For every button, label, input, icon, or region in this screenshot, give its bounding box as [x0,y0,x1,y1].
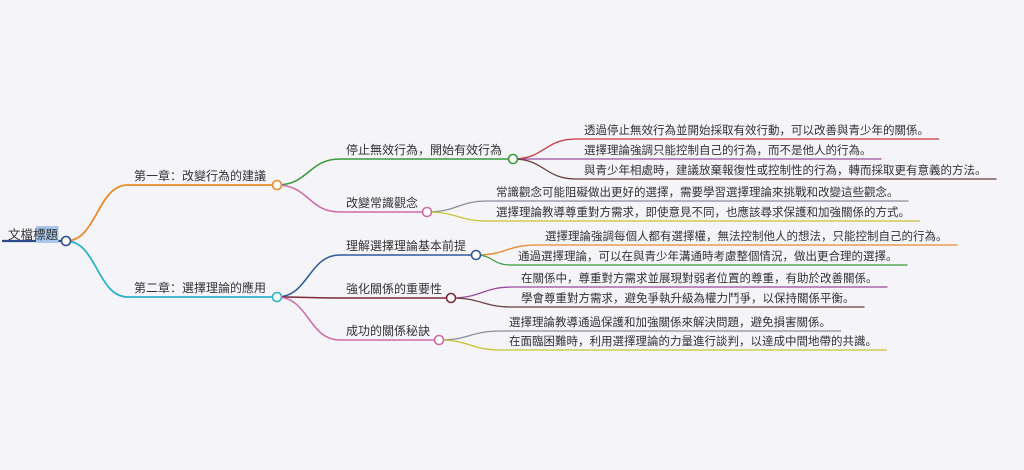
topic-expand-toggle-2-3[interactable] [433,334,445,346]
topic-node-2-2: 強化關係的重要性 [346,281,442,296]
leaf-node-2-1-1: 選擇理論強調每個人都有選擇權，無法控制他人的想法，只能控制自己的行為。 [545,229,948,243]
leaf-node-1-1-3: 與青少年相處時，建議放棄報復性或控制性的行為，轉而採取更有意義的方法。 [584,163,987,177]
leaf-edge-2-1-1 [475,244,538,256]
leaf-node-2-3-1: 選擇理論教導通過保護和加強關係來解決問題，避免損害關係。 [509,315,831,329]
root-expand-toggle[interactable] [60,235,72,247]
chapter-expand-toggle-1[interactable] [271,179,283,191]
mind-map-nodes: 文檔標題 第一章：改變行為的建議 停止無效行為，開始有效行為 透過停止無效行為並開始採… [8,123,987,348]
topic-expand-toggle-2-2[interactable] [445,292,457,304]
leaf-edge-2-1-2 [475,254,511,266]
topic-expand-toggle-2-1[interactable] [470,249,482,261]
root-label-highlight [36,226,59,243]
topic-edge-1-1 [276,158,341,186]
chapter-expand-toggle-2[interactable] [271,291,283,303]
root-node-label: 文檔標題 [8,227,59,242]
topic-expand-toggle-1-2[interactable] [421,206,433,218]
topic-node-1-2: 改變常識觀念 [346,195,418,210]
topic-edge-1-2 [276,184,341,213]
leaf-edge-2-2-1 [450,286,514,299]
topic-edge-2-3 [276,296,341,341]
leaf-node-1-1-2: 選擇理論強調只能控制自己的行為，而不是他人的行為。 [584,143,872,157]
leaf-node-1-2-1: 常識觀念可能阻礙做出更好的選擇，需要學習選擇理論來挑戰和改變這些觀念。 [496,185,899,199]
topic-node-2-1: 理解選擇理論基本前提 [346,238,466,253]
chapter-edge-1 [65,184,129,242]
topic-expand-toggle-1-1[interactable] [507,153,519,165]
topic-node-2-3: 成功的關係秘訣 [346,323,430,338]
leaf-node-2-1-2: 通過選擇理論，可以在與青少年溝通時考慮整個情況，做出更合理的選擇。 [518,249,898,263]
chapter-node-1: 第一章：改變行為的建議 [134,168,266,183]
chapter-edge-2 [65,240,129,298]
chapter-node-2: 第二章：選擇理論的應用 [134,280,266,295]
leaf-edge-2-3-2 [438,339,502,351]
mind-map-edges [2,138,997,351]
leaf-node-2-2-2: 學會尊重對方需求，避免爭執升級為權力鬥爭，以保持關係平衡。 [521,291,855,305]
leaf-edge-1-2-1 [426,200,489,213]
topic-node-1-1: 停止無效行為，開始有效行為 [346,142,502,157]
leaf-node-1-1-1: 透過停止無效行為並開始採取有效行動，可以改善與青少年的關係。 [584,123,929,137]
leaf-node-1-2-2: 選擇理論教導尊重對方需求，即使意見不同，也應該尋求保護和加強關係的方式。 [496,205,910,219]
leaf-node-2-3-2: 在面臨困難時，利用選擇理論的力量進行談判，以達成中間地帶的共識。 [509,334,877,348]
leaf-edge-1-2-2 [426,211,489,222]
leaf-edge-2-3-1 [438,330,502,341]
leaf-edge-1-1-3 [512,158,577,180]
leaf-edge-1-1-1 [512,138,577,160]
topic-edge-2-2 [276,296,341,299]
leaf-edge-2-2-2 [450,297,514,308]
leaf-node-2-2-1: 在關係中，尊重對方需求並展現對弱者位置的尊重，有助於改善關係。 [521,271,878,285]
topic-edge-2-1 [276,254,341,298]
